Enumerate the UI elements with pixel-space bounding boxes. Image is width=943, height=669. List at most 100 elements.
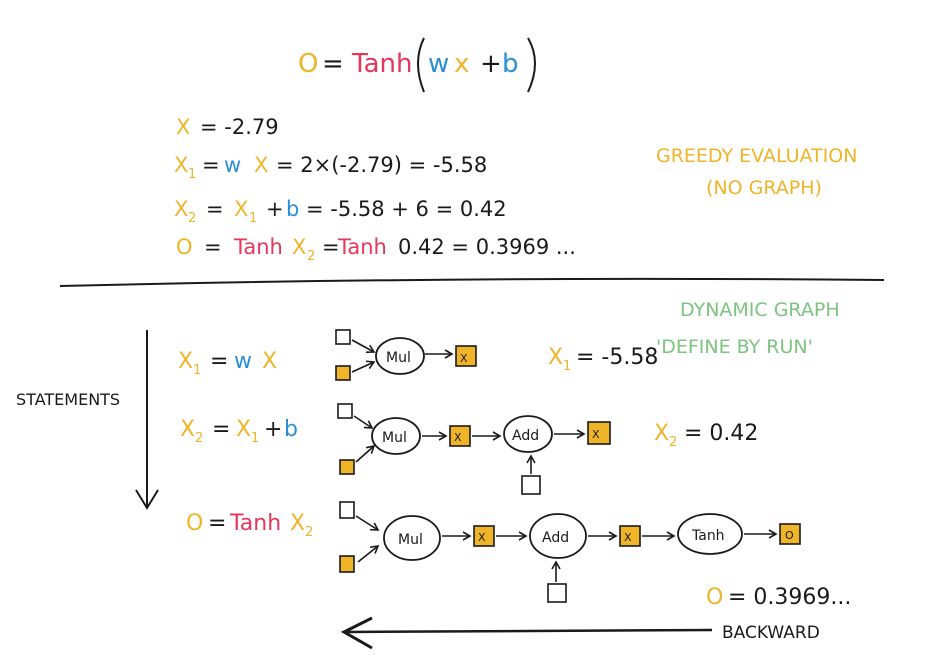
row-2: X 2 = X 1 + b Mul X Add X X 2 = 0.42 — [180, 403, 758, 495]
dynamic-label: DYNAMIC GRAPH 'DEFINE BY RUN' — [656, 299, 840, 358]
row1-result-sub: 1 — [563, 359, 571, 374]
greedy-line2-rest: = 2×(-2.79) = -5.58 — [276, 153, 487, 177]
greedy-line3-sub: 2 — [188, 211, 196, 226]
row2-mul-label: Mul — [382, 430, 407, 446]
greedy-line3-rest: = -5.58 + 6 = 0.42 — [306, 197, 507, 221]
row3-add-node — [529, 513, 587, 559]
greedy-line2-x: X — [254, 153, 268, 177]
backward-label: BACKWARD — [722, 623, 820, 643]
greedy-lines: X = -2.79 X 1 = w X = 2×(-2.79) = -5.58 … — [174, 115, 576, 264]
row1-input-box-w — [335, 329, 351, 345]
row1-output-label: X — [460, 352, 468, 365]
row2-x1: X — [236, 417, 251, 442]
formula-x: x — [454, 49, 469, 79]
row1-mul-label: Mul — [386, 350, 411, 366]
row3-arrow-w — [355, 515, 380, 531]
row3-input-box-b — [547, 583, 567, 603]
greedy-line4-tanh2: Tanh — [337, 235, 387, 259]
row2-arrow-w — [353, 415, 374, 429]
backward-arrowhead — [340, 616, 373, 650]
greedy-line4-x2sub: 2 — [307, 249, 315, 264]
row1-arrow-x — [351, 360, 376, 373]
greedy-line2-sub: 1 — [188, 167, 196, 182]
greedy-label: GREEDY EVALUATION (NO GRAPH) — [656, 145, 857, 199]
greedy-line3-x1sub: 1 — [249, 211, 257, 226]
greedy-line3-b: b — [286, 197, 299, 221]
greedy-line4-eq2: = — [322, 235, 340, 259]
row3-lhs: O — [186, 511, 203, 536]
greedy-line4-x2: X — [292, 235, 306, 259]
formula-open-paren — [417, 37, 425, 93]
row3-mul-node — [383, 515, 441, 561]
row3-mid1-box — [473, 525, 495, 547]
row3-mid1-label: X — [478, 531, 486, 544]
row3-tanh-node — [677, 513, 743, 555]
row2-output-label: X — [592, 428, 600, 441]
greedy-line3-var: X — [174, 197, 188, 221]
row-1: X 1 = w X Mul X X 1 = -5.58 — [178, 329, 658, 381]
greedy-label-line1: GREEDY EVALUATION — [656, 145, 857, 167]
row2-mul-node — [371, 417, 421, 455]
row2-add-node — [503, 415, 553, 453]
row2-mid-label: X — [454, 431, 462, 444]
row2-eq: = — [212, 417, 230, 442]
row3-input-box-w — [339, 501, 355, 519]
row2-plus: + — [264, 417, 282, 442]
greedy-line1-rest: = -2.79 — [200, 115, 279, 139]
row1-lhs: X — [178, 349, 193, 374]
greedy-line2-var: X — [174, 153, 188, 177]
row3-tanh-label: Tanh — [691, 528, 725, 544]
top-formula: O = Tanh w x + b — [298, 37, 536, 93]
row1-lhs-sub: 1 — [193, 363, 201, 378]
row2-result-rest: = 0.42 — [684, 421, 758, 446]
row3-result-rest: = 0.3969... — [728, 585, 851, 610]
row1-arrow-w — [351, 339, 376, 353]
dynamic-label-line1: DYNAMIC GRAPH — [680, 299, 840, 321]
greedy-label-line2: (NO GRAPH) — [706, 177, 822, 199]
row1-output-box — [455, 345, 477, 367]
row3-arrow-x — [357, 544, 380, 563]
greedy-line-4: O = Tanh X 2 = Tanh 0.42 = 0.3969 ... — [176, 235, 576, 264]
row3-x2: X — [290, 511, 305, 536]
row1-result-rest: = -5.58 — [576, 345, 658, 370]
row2-input-box-x — [339, 459, 355, 475]
formula-w: w — [428, 49, 449, 79]
row3-mid2-box — [619, 525, 641, 547]
section-divider — [59, 277, 885, 287]
row-3: O = Tanh X 2 Mul X Add X Tanh O O = 0.39… — [186, 501, 851, 610]
greedy-line4-rest: 0.42 = 0.3969 ... — [398, 235, 576, 259]
greedy-line-2: X 1 = w X = 2×(-2.79) = -5.58 — [174, 153, 487, 182]
row2-lhs-sub: 2 — [195, 431, 203, 446]
row2-input-box-w — [337, 403, 353, 419]
greedy-line3-x1: X — [234, 197, 248, 221]
formula-tanh: Tanh — [351, 49, 412, 79]
greedy-line4-tanh: Tanh — [233, 235, 283, 259]
row2-result-var: X — [654, 421, 669, 446]
row1-w: w — [234, 349, 252, 374]
row2-b: b — [284, 417, 298, 442]
greedy-line2-eq: = — [202, 153, 220, 177]
dynamic-label-line2: 'DEFINE BY RUN' — [656, 336, 813, 358]
greedy-line-3: X 2 = X 1 + b = -5.58 + 6 = 0.42 — [174, 197, 507, 226]
backward-arrow — [345, 628, 713, 634]
formula-b: b — [502, 49, 519, 79]
greedy-line4-eq: = — [204, 235, 222, 259]
formula-plus: + — [480, 49, 502, 79]
greedy-line2-w: w — [224, 153, 241, 177]
row2-arrow-x — [355, 444, 376, 463]
row2-lhs: X — [180, 417, 195, 442]
row3-input-box-x — [339, 555, 355, 573]
row1-input-box-x — [335, 365, 351, 381]
row2-input-box-b — [521, 475, 541, 495]
greedy-line1-var: X — [176, 115, 190, 139]
row2-output-box — [587, 421, 611, 445]
row3-eq: = — [208, 511, 226, 536]
row3-result-var: O — [706, 585, 723, 610]
formula-o: O — [298, 49, 318, 79]
row3-add-label: Add — [542, 530, 569, 546]
greedy-line3-plus: + — [266, 197, 284, 221]
row3-x2sub: 2 — [305, 525, 313, 540]
statements-arrowhead — [135, 489, 159, 510]
statements-label: STATEMENTS — [16, 390, 120, 409]
